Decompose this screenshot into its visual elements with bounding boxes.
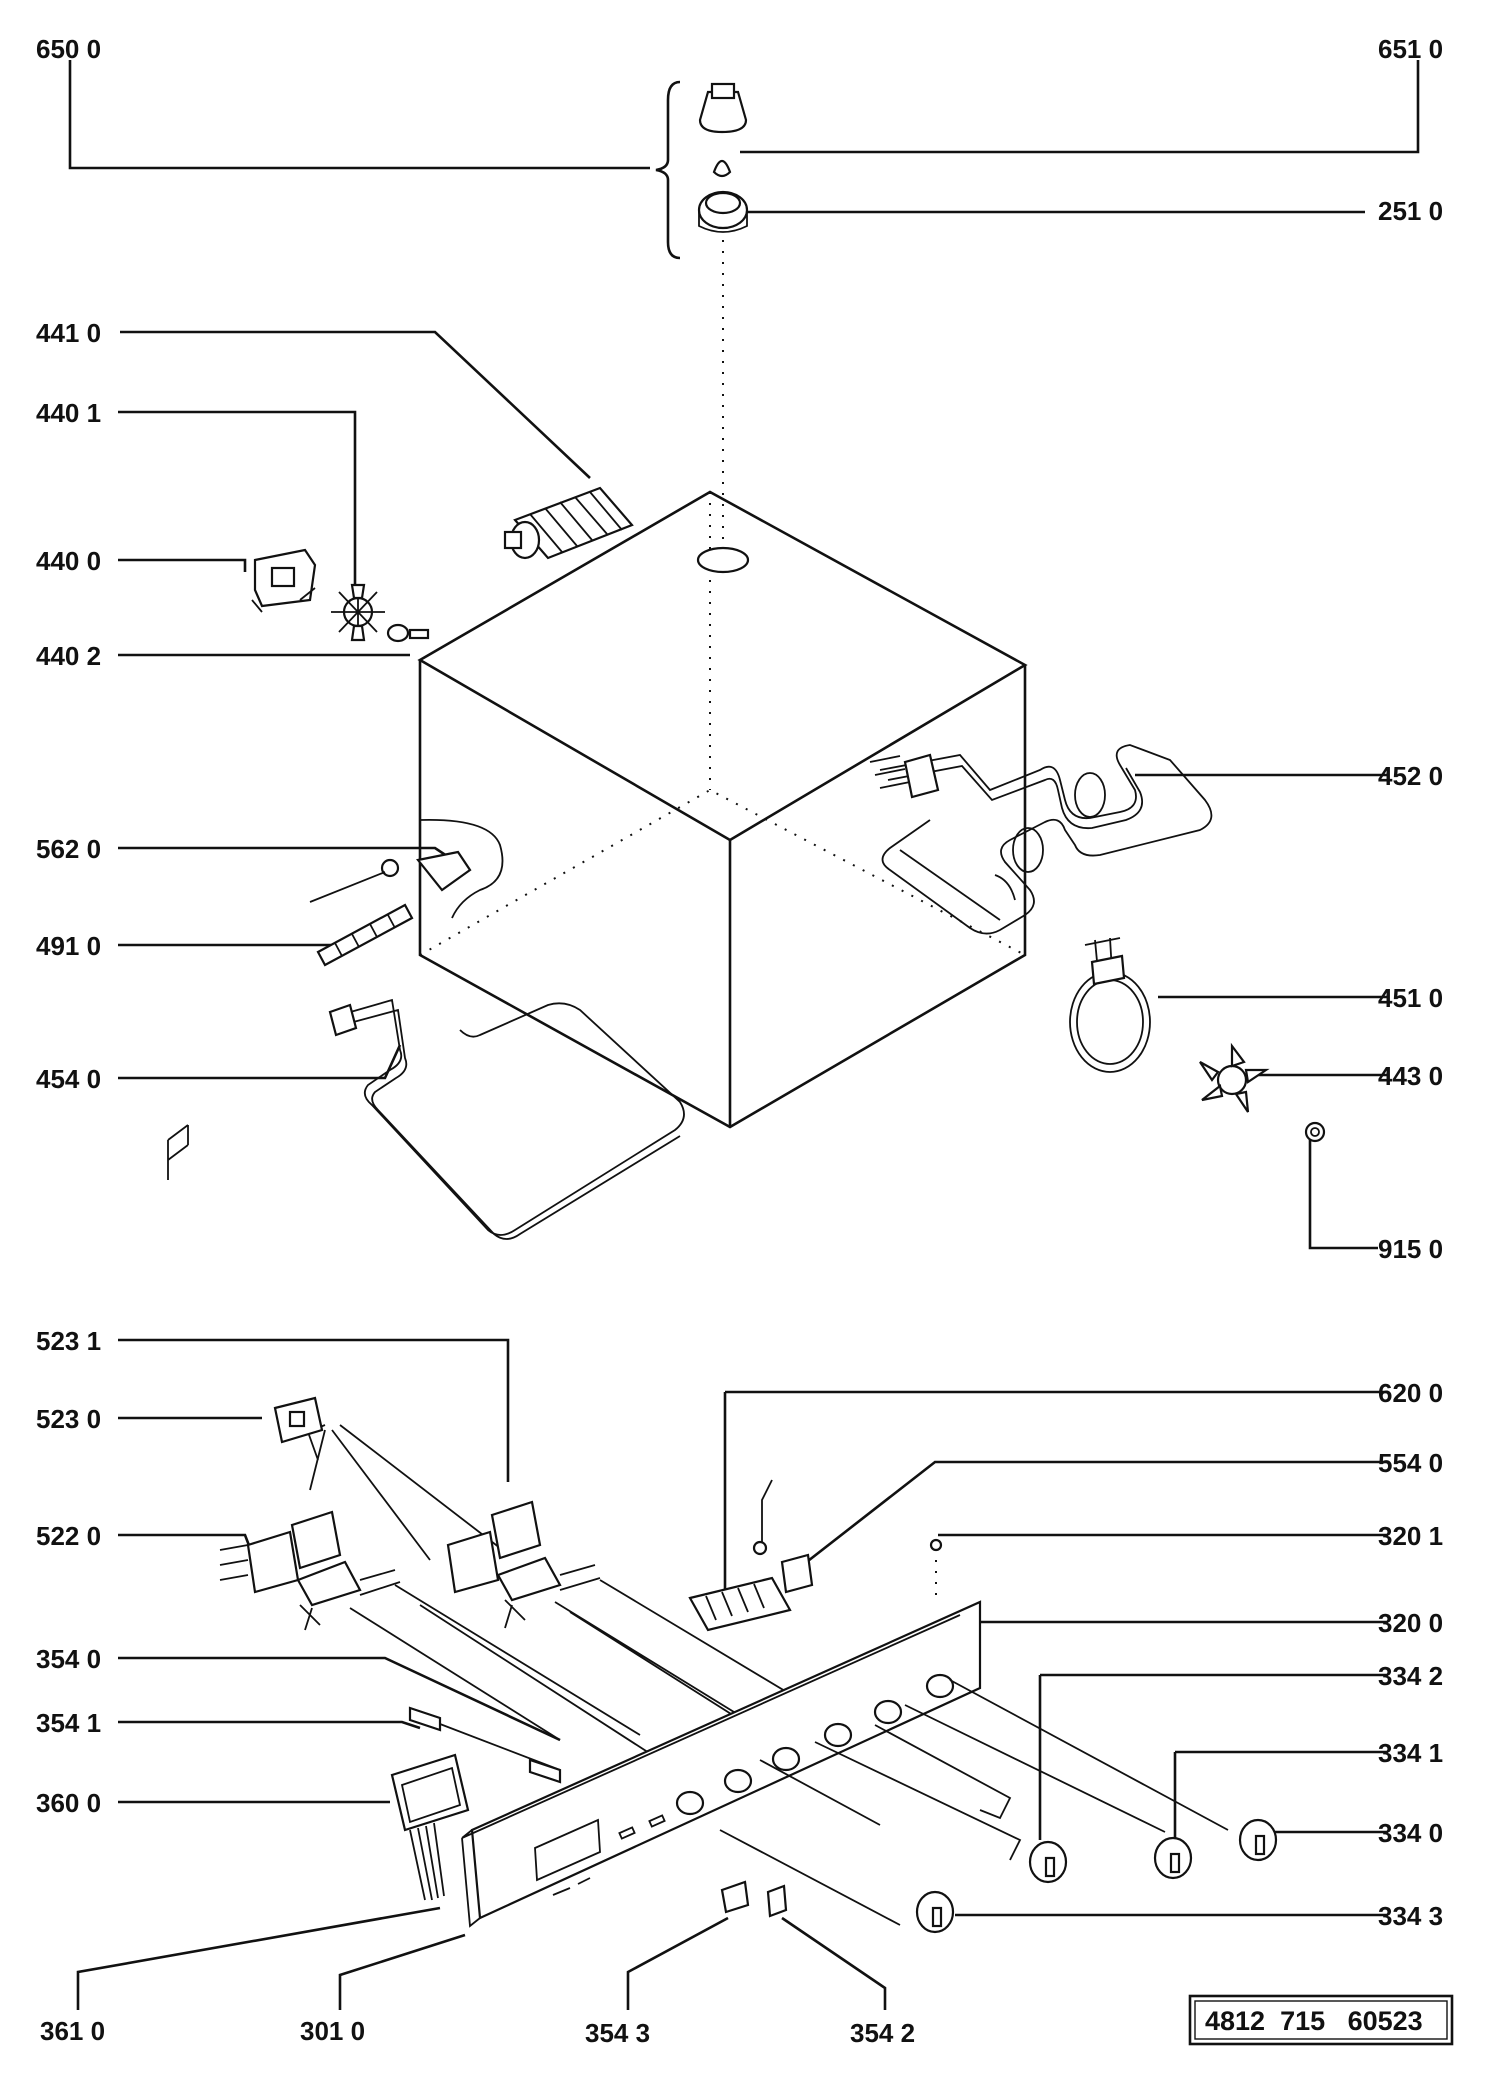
label-301-0: 301 0 <box>300 2016 365 2046</box>
fan-nut-small-icon <box>1304 1121 1326 1143</box>
label-443-0: 443 0 <box>1378 1061 1443 1091</box>
label-554-0: 554 0 <box>1378 1448 1443 1478</box>
hinge-pin-icon <box>167 1124 189 1180</box>
thermostat-knob-group <box>68 60 1420 560</box>
label-650-0: 650 0 <box>36 34 101 64</box>
rotary-switch-left-icon <box>219 1510 401 1631</box>
panel-fixing-screw-icon <box>929 1538 943 1600</box>
grill-element-group <box>869 744 1388 935</box>
label-354-0: 354 0 <box>36 1644 101 1674</box>
lamp-and-terminal-group <box>118 818 504 967</box>
label-334-3: 334 3 <box>1378 1901 1443 1931</box>
fan-motor-group <box>118 330 634 657</box>
digital-timer-icon <box>390 1753 470 1901</box>
thermal-cutout-icon <box>752 1479 814 1594</box>
label-440-2: 440 2 <box>36 641 101 671</box>
control-panel-group <box>76 1338 1388 2010</box>
circular-heating-element-icon <box>1069 937 1151 1073</box>
fan-nut-icon <box>386 623 430 643</box>
label-491-0: 491 0 <box>36 931 101 961</box>
label-361-0: 361 0 <box>40 2016 105 2046</box>
document-number: 4812 715 60523 <box>1205 2006 1423 2036</box>
selector-switch-bracket-icon <box>273 1396 324 1444</box>
label-451-0: 451 0 <box>1378 983 1443 1013</box>
document-number-box: 4812 715 60523 <box>1188 1994 1454 2046</box>
rotary-switch-right-icon <box>446 1500 601 1629</box>
label-334-0: 334 0 <box>1378 1818 1443 1848</box>
grill-heating-element-icon <box>869 744 1213 935</box>
label-562-0: 562 0 <box>36 834 101 864</box>
label-251-0: 251 0 <box>1378 196 1443 226</box>
label-360-0: 360 0 <box>36 1788 101 1818</box>
panel-terminal-block-icon <box>688 1576 792 1632</box>
label-651-0: 651 0 <box>1378 34 1443 64</box>
control-knob-1-icon <box>1238 1818 1278 1862</box>
indicator-lens-icon <box>720 1880 788 1918</box>
label-354-3: 354 3 <box>585 2018 650 2048</box>
bottom-heating-element-icon <box>328 998 685 1240</box>
circular-element-group <box>1069 937 1388 1250</box>
oven-cavity-box <box>417 490 1028 1129</box>
control-knob-4-icon <box>1028 1840 1068 1884</box>
oven-lamp-icon <box>309 850 472 903</box>
fan-blade-icon <box>331 583 385 642</box>
terminal-block-icon <box>316 903 414 967</box>
label-915-0: 915 0 <box>1378 1234 1443 1264</box>
motor-bracket-icon <box>251 548 317 613</box>
part-number-labels: 650 0 651 0 251 0 441 0 440 1 440 0 440 … <box>36 34 1443 2048</box>
pilot-light-lower-icon <box>528 1758 562 1784</box>
label-440-1: 440 1 <box>36 398 101 428</box>
label-440-0: 440 0 <box>36 546 101 576</box>
label-523-0: 523 0 <box>36 1404 101 1434</box>
label-522-0: 522 0 <box>36 1521 101 1551</box>
label-334-2: 334 2 <box>1378 1661 1443 1691</box>
bottom-element-group <box>118 998 685 1240</box>
label-354-1: 354 1 <box>36 1708 101 1738</box>
label-620-0: 620 0 <box>1378 1378 1443 1408</box>
label-354-2: 354 2 <box>850 2018 915 2048</box>
control-panel-fascia-icon <box>461 1600 982 1928</box>
label-452-0: 452 0 <box>1378 761 1443 791</box>
label-334-1: 334 1 <box>1378 1738 1443 1768</box>
fan-motor-icon <box>503 486 634 560</box>
convection-fan-blade-icon <box>1199 1042 1270 1113</box>
control-knob-cap-icon <box>698 82 748 134</box>
label-523-1: 523 1 <box>36 1326 101 1356</box>
knob-spring-icon <box>712 159 732 178</box>
knob-bushing-icon <box>697 190 749 233</box>
label-441-0: 441 0 <box>36 318 101 348</box>
label-320-0: 320 0 <box>1378 1608 1443 1638</box>
control-knob-2-icon <box>915 1890 955 1934</box>
control-knob-3-icon <box>1153 1836 1193 1880</box>
label-320-1: 320 1 <box>1378 1521 1443 1551</box>
pilot-light-icon <box>408 1706 561 1771</box>
label-454-0: 454 0 <box>36 1064 101 1094</box>
